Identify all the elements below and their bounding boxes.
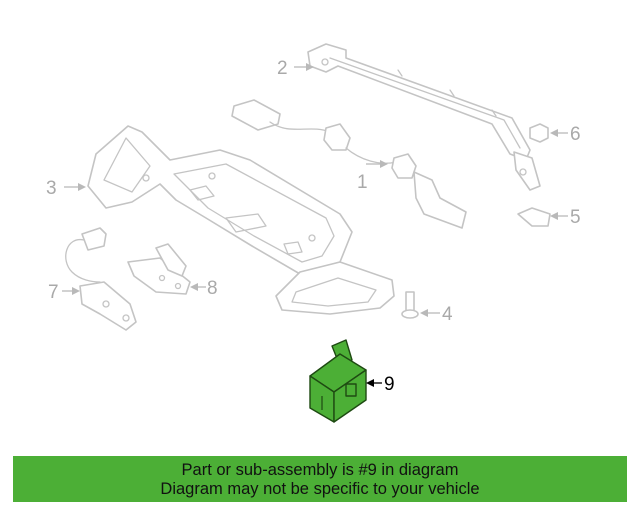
part-3-main-bracket (87, 125, 395, 315)
part-5-clip (517, 207, 551, 227)
part-1-wire-harness (231, 99, 467, 229)
part-2-upper-bar (307, 43, 541, 191)
callout-5: 5 (570, 207, 581, 228)
callout-9: 9 (384, 374, 395, 395)
part-7-hook-bracket (65, 227, 137, 331)
callout-4: 4 (442, 304, 453, 325)
banner-line-disclaimer: Diagram may not be specific to your vehi… (160, 480, 480, 498)
part-9-module-highlighted (309, 339, 367, 423)
parts-diagram: 2 3 1 4 5 6 7 8 9 (46, 43, 581, 423)
callout-7: 7 (48, 282, 59, 303)
part-4-bolt (401, 291, 419, 319)
callout-6: 6 (570, 124, 581, 145)
callout-leaders (62, 63, 568, 387)
callout-2: 2 (277, 58, 288, 79)
part-8-bracket (127, 243, 191, 295)
callout-1: 1 (357, 172, 368, 193)
part-6-nut (529, 123, 549, 143)
callout-3: 3 (46, 178, 57, 199)
banner-line-part-number: Part or sub-assembly is #9 in diagram (181, 461, 459, 479)
part-info-banner: Part or sub-assembly is #9 in diagram Di… (13, 456, 627, 502)
callout-8: 8 (207, 278, 218, 299)
